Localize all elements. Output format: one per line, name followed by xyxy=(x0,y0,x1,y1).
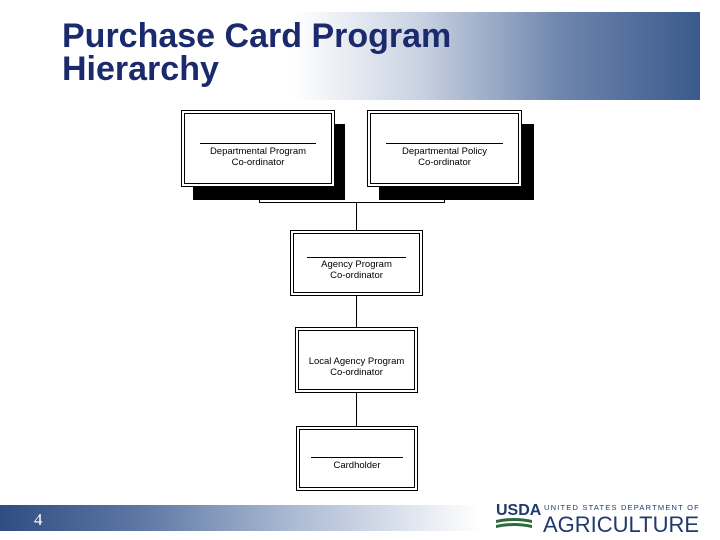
box-inner-border xyxy=(184,113,332,184)
usda-logo: USDA UNITED STATES DEPARTMENT OF AGRICUL… xyxy=(496,502,700,534)
box-label-line1: Local Agency Program xyxy=(308,356,405,367)
box-label: Departmental Program Co-ordinator xyxy=(182,146,334,168)
title-band xyxy=(0,12,700,100)
box-rule xyxy=(311,457,403,458)
connector-line xyxy=(356,392,357,427)
box-label: Departmental Policy Co-ordinator xyxy=(368,146,521,168)
box-inner-border xyxy=(293,233,420,293)
box-label-line2: Co-ordinator xyxy=(330,270,383,281)
local-agency-program-box: Local Agency Program Co-ordinator xyxy=(295,327,418,393)
box-label: Local Agency Program Co-ordinator xyxy=(296,356,417,378)
slide-title: Purchase Card Program Hierarchy xyxy=(62,17,452,88)
box-label-line1: Agency Program xyxy=(321,259,392,270)
box-label-line2: Co-ordinator xyxy=(330,367,383,378)
slide-title-line2: Hierarchy xyxy=(62,50,219,88)
usda-logo-swoosh xyxy=(496,523,532,528)
box-rule xyxy=(386,143,503,144)
box-inner-border xyxy=(298,330,415,390)
connector-line xyxy=(356,295,357,328)
box-label-line2: Co-ordinator xyxy=(418,157,471,168)
departmental-policy-box: Departmental Policy Co-ordinator xyxy=(367,110,522,187)
connector-line xyxy=(444,199,445,203)
box-label-line1: Cardholder xyxy=(333,460,381,471)
usda-logo-main-text: AGRICULTURE xyxy=(543,512,699,534)
usda-logo-abbr: USDA xyxy=(496,502,542,519)
box-inner-border xyxy=(299,429,415,488)
usda-logo-top-text: UNITED STATES DEPARTMENT OF xyxy=(544,503,700,512)
slide-title-line1: Purchase Card Program xyxy=(62,17,452,55)
connector-line xyxy=(259,199,260,203)
box-label-line2: Co-ordinator xyxy=(231,157,285,168)
agency-program-box: Agency Program Co-ordinator xyxy=(290,230,423,296)
box-label-line1: Departmental Program xyxy=(209,146,307,157)
connector-line xyxy=(259,202,445,203)
cardholder-box: Cardholder xyxy=(296,426,418,491)
footer-band xyxy=(0,505,480,531)
box-label: Agency Program Co-ordinator xyxy=(291,259,422,281)
departmental-program-box: Departmental Program Co-ordinator xyxy=(181,110,335,187)
box-rule xyxy=(200,143,316,144)
connector-line xyxy=(356,202,357,230)
box-rule xyxy=(306,257,407,258)
box-label: Cardholder xyxy=(297,460,417,471)
box-label-line1: Departmental Policy xyxy=(401,146,487,157)
box-inner-border xyxy=(370,113,519,184)
usda-logo-swoosh xyxy=(496,518,532,523)
page-number: 4 xyxy=(34,510,43,529)
